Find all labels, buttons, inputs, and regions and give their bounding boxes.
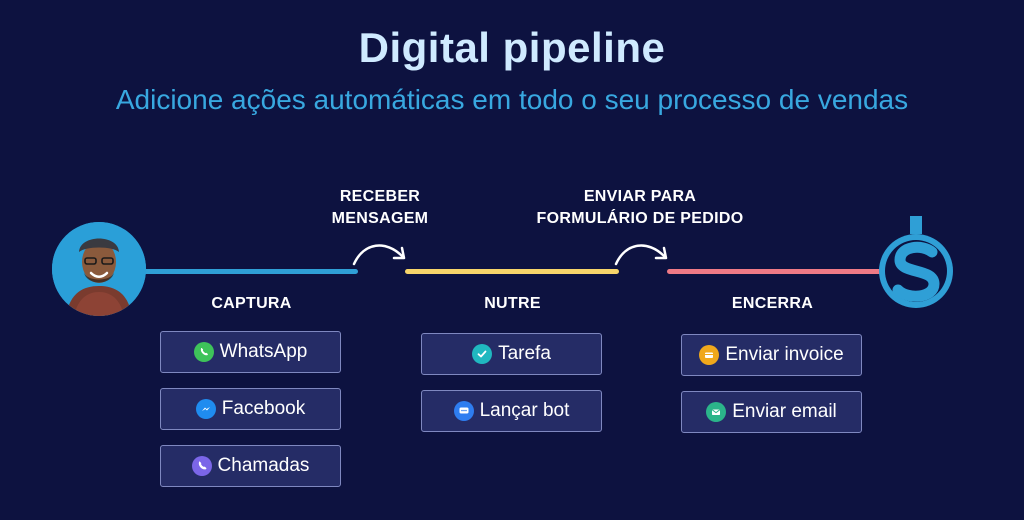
avatar: [52, 222, 146, 316]
stage-label-nurture: NUTRE: [484, 295, 541, 312]
action-label: Lançar bot: [479, 400, 570, 421]
action-task[interactable]: Tarefa: [421, 333, 602, 375]
capture-line: [140, 269, 358, 274]
diagram-subtitle: Adicione ações automáticas em todo o seu…: [115, 84, 909, 115]
curved-arrow-icon: [352, 244, 406, 266]
action-label: Chamadas: [217, 455, 310, 476]
close-line: [667, 269, 882, 274]
phone-icon: [191, 456, 212, 476]
action-facebook[interactable]: Facebook: [160, 388, 341, 430]
stage-label-capture: CAPTURA: [211, 295, 292, 312]
whatsapp-icon: [193, 342, 214, 362]
transition-label-2: ENVIAR PARA FORMULÁRIO DE PEDIDO: [530, 186, 750, 230]
action-launch-bot[interactable]: Lançar bot: [421, 390, 602, 432]
action-send-invoice[interactable]: Enviar invoice: [681, 334, 862, 376]
action-send-email[interactable]: Enviar email: [681, 391, 862, 433]
action-whatsapp[interactable]: WhatsApp: [160, 331, 341, 373]
check-icon: [472, 344, 493, 364]
action-label: Facebook: [221, 398, 306, 419]
transition-label-2-line2: FORMULÁRIO DE PEDIDO: [536, 210, 744, 227]
transition-label-1-line1: RECEBER: [339, 188, 421, 205]
action-label: WhatsApp: [219, 341, 308, 362]
dollar-icon: [876, 216, 960, 312]
invoice-icon: [699, 345, 720, 365]
action-calls[interactable]: Chamadas: [160, 445, 341, 487]
transition-label-2-line1: ENVIAR PARA: [583, 188, 697, 205]
curved-arrow-icon: [614, 244, 668, 266]
nurture-line: [405, 269, 619, 274]
stage-label-close: ENCERRA: [731, 295, 814, 312]
diagram-title: Digital pipeline: [358, 24, 666, 71]
messenger-icon: [195, 399, 216, 419]
email-icon: [706, 402, 727, 422]
action-label: Enviar email: [732, 401, 837, 422]
chat-bot-icon: [453, 401, 474, 421]
action-label: Enviar invoice: [725, 344, 844, 365]
transition-label-1-line2: MENSAGEM: [331, 210, 429, 227]
person-icon: [52, 222, 146, 316]
transition-label-1: RECEBER MENSAGEM: [315, 186, 445, 230]
action-label: Tarefa: [498, 343, 551, 364]
